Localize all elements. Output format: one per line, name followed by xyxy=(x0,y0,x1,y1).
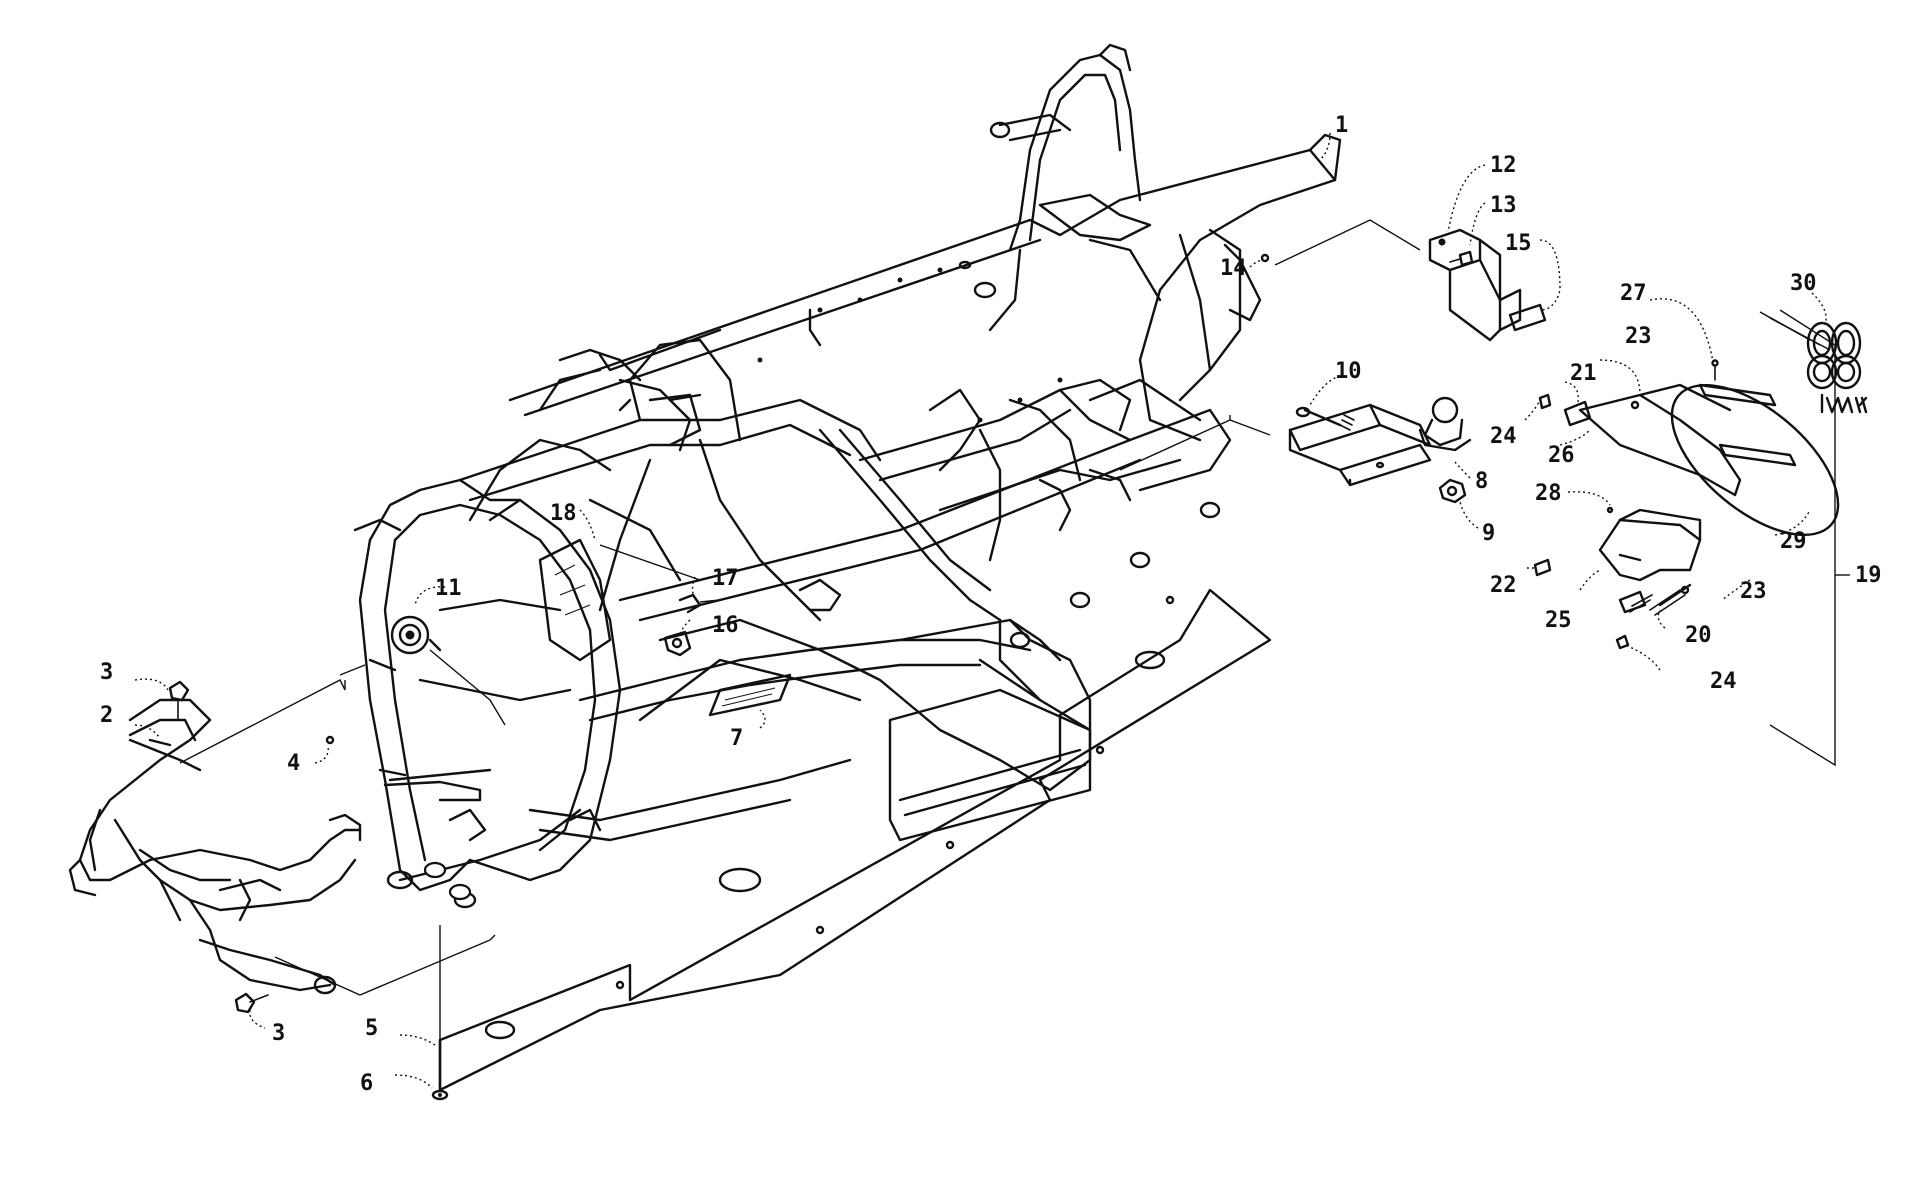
part-2-front-bumper xyxy=(68,698,362,995)
part-11-hub xyxy=(390,615,442,655)
callout-17: 17 xyxy=(712,566,739,591)
callout-30: 30 xyxy=(1790,271,1817,296)
callout-25: 25 xyxy=(1545,608,1572,633)
part-7-floor-strip xyxy=(708,673,792,717)
callout-19: 19 xyxy=(1855,563,1882,588)
callout-20: 20 xyxy=(1685,623,1712,648)
callout-4: 4 xyxy=(287,751,300,776)
callout-labels: 1 2 3 3 4 5 6 7 8 9 10 11 12 13 14 15 16… xyxy=(100,113,1882,1096)
callout-5: 5 xyxy=(365,1016,378,1041)
callout-9: 9 xyxy=(1482,521,1495,546)
part-30-decal xyxy=(1806,321,1868,414)
callout-15: 15 xyxy=(1505,231,1532,256)
callout-22: 22 xyxy=(1490,573,1517,598)
callout-1: 1 xyxy=(1335,113,1348,138)
callout-leaders xyxy=(134,132,1827,1089)
callout-3-bottom: 3 xyxy=(272,1021,285,1046)
callout-8: 8 xyxy=(1475,469,1488,494)
callout-28: 28 xyxy=(1535,481,1562,506)
callout-3-top: 3 xyxy=(100,660,113,685)
callout-21: 21 xyxy=(1570,361,1597,386)
hitch-assembly xyxy=(1288,396,1472,504)
callout-10: 10 xyxy=(1335,359,1362,384)
main-frame xyxy=(353,43,1342,909)
callout-18: 18 xyxy=(550,501,577,526)
callout-11: 11 xyxy=(435,576,462,601)
callout-14: 14 xyxy=(1220,256,1247,281)
callout-26: 26 xyxy=(1548,443,1575,468)
skid-plate xyxy=(438,588,1272,1092)
callout-23-bottom: 23 xyxy=(1740,579,1767,604)
callout-16: 16 xyxy=(712,613,739,638)
callout-13: 13 xyxy=(1490,193,1517,218)
fasteners xyxy=(168,680,449,1101)
callout-29: 29 xyxy=(1780,529,1807,554)
assembly-lines xyxy=(179,219,1850,1082)
callout-24-bottom: 24 xyxy=(1710,669,1737,694)
callout-27: 27 xyxy=(1620,281,1647,306)
callout-6: 6 xyxy=(360,1071,373,1096)
callout-2: 2 xyxy=(100,703,113,728)
callout-23-top: 23 xyxy=(1625,324,1652,349)
callout-24-top: 24 xyxy=(1490,424,1517,449)
callout-12: 12 xyxy=(1490,153,1517,178)
callout-7: 7 xyxy=(730,726,743,751)
clip-parts-16-17 xyxy=(663,593,702,657)
rear-bracket-assembly xyxy=(1260,228,1547,342)
part-19-tire-carrier xyxy=(1533,359,1840,650)
